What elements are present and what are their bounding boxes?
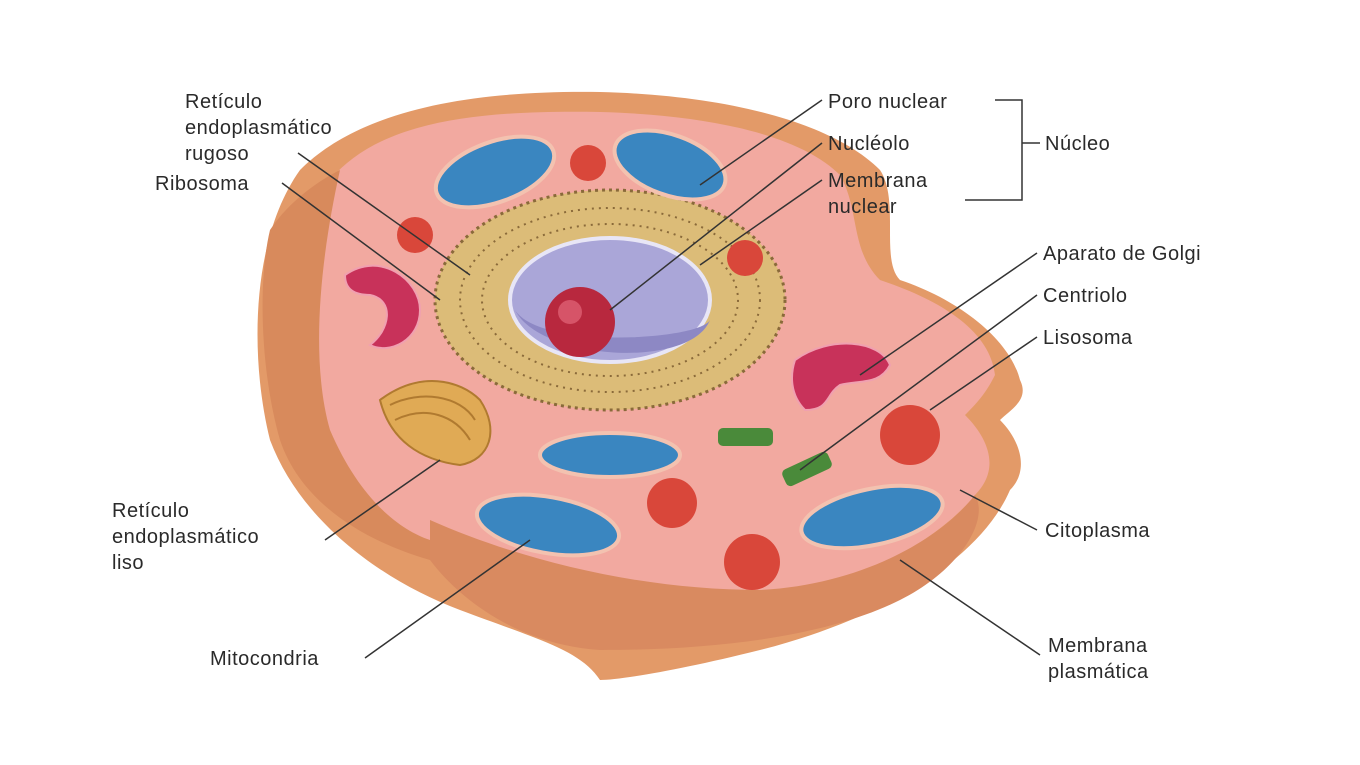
centrioles — [718, 428, 832, 487]
label-membrana-nuclear-2: nuclear — [828, 196, 897, 218]
label-nucleo: Núcleo — [1045, 133, 1110, 155]
membrane-wall — [262, 170, 430, 560]
lysosomes — [397, 145, 940, 590]
mitochondria — [433, 128, 945, 558]
label-nucleolo: Nucléolo — [828, 133, 910, 155]
label-membrana-plasmatica-1: Membrana — [1048, 635, 1148, 657]
label-rel-1: Retículo — [112, 500, 189, 522]
label-rer-2: endoplasmático — [185, 117, 332, 139]
label-membrana-plasmatica-2: plasmática — [1048, 661, 1149, 683]
nucleolus — [545, 287, 615, 357]
label-poro-nuclear: Poro nuclear — [828, 91, 947, 113]
label-rer-1: Retículo — [185, 91, 262, 113]
label-mitocondria: Mitocondria — [210, 648, 319, 670]
label-citoplasma: Citoplasma — [1045, 520, 1150, 542]
golgi-apparatus — [343, 264, 892, 412]
smooth-er — [378, 380, 492, 467]
label-rel-2: endoplasmático — [112, 526, 259, 548]
label-membrana-nuclear-1: Membrana — [828, 170, 928, 192]
label-rer-3: rugoso — [185, 143, 249, 165]
cut-face — [430, 495, 979, 650]
label-rel-3: liso — [112, 552, 144, 574]
label-lisosoma: Lisosoma — [1043, 327, 1133, 349]
labels: Retículo endoplasmático rugoso Ribosoma … — [112, 91, 1201, 683]
nucleus — [508, 236, 712, 364]
nucleus-bracket — [965, 99, 1040, 201]
leader-lines — [281, 99, 1041, 659]
label-golgi: Aparato de Golgi — [1043, 243, 1201, 265]
label-ribosoma: Ribosoma — [155, 173, 249, 195]
label-centriolo: Centriolo — [1043, 285, 1128, 307]
